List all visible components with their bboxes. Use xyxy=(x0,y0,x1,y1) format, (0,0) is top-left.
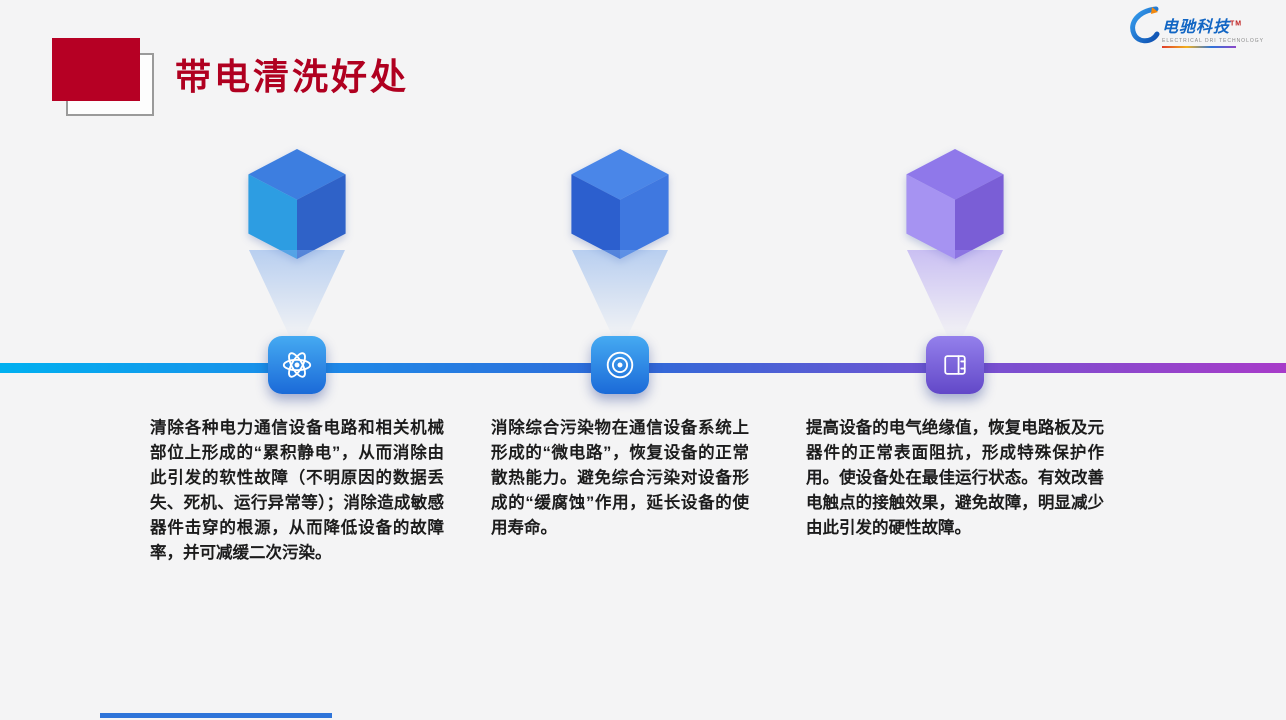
atom-icon-tile xyxy=(268,336,326,394)
light-beam xyxy=(907,250,1003,340)
light-beam xyxy=(572,250,668,340)
benefit-column-1: 清除各种电力通信设备电路和相关机械部位上形成的“累积静电”，从而消除由此引发的软… xyxy=(147,148,447,566)
atom-icon xyxy=(282,352,312,378)
benefit-text: 消除综合污染物在通信设备系统上形成的“微电路”，恢复设备的正常散热能力。避免综合… xyxy=(491,419,749,537)
cube-3d-icon xyxy=(248,149,346,259)
page-title: 带电清洗好处 xyxy=(175,56,410,97)
film-frame-icon-tile xyxy=(926,336,984,394)
brand-tagline: ELECTRICAL DRI TECHNOLOGY xyxy=(1162,38,1264,44)
target-icon xyxy=(606,351,634,379)
brand-name-text: 电驰科技 xyxy=(1162,19,1231,36)
logo-swoosh-icon xyxy=(1130,6,1160,44)
film-frame-icon xyxy=(944,355,966,375)
target-icon-tile xyxy=(591,336,649,394)
brand-name: 电驰科技TM xyxy=(1162,13,1264,37)
logo-underline xyxy=(1162,46,1236,48)
logo-text: 电驰科技TM ELECTRICAL DRI TECHNOLOGY xyxy=(1162,5,1264,48)
cube-3d-icon xyxy=(571,149,669,259)
cube-3d-icon xyxy=(906,149,1004,259)
benefit-column-2: 消除综合污染物在通信设备系统上形成的“微电路”，恢复设备的正常散热能力。避免综合… xyxy=(470,148,770,541)
benefit-column-3: 提高设备的电气绝缘值，恢复电路板及元器件的正常表面阻抗，形成特殊保护作用。使设备… xyxy=(805,148,1105,541)
title-square-accent xyxy=(52,38,140,101)
title-decoration xyxy=(52,38,162,122)
bottom-accent-strip xyxy=(100,713,332,718)
benefit-text: 提高设备的电气绝缘值，恢复电路板及元器件的正常表面阻抗，形成特殊保护作用。使设备… xyxy=(806,419,1104,537)
light-beam xyxy=(249,250,345,340)
benefit-text: 清除各种电力通信设备电路和相关机械部位上形成的“累积静电”，从而消除由此引发的软… xyxy=(150,419,444,562)
trademark: TM xyxy=(1230,20,1243,28)
brand-logo: 电驰科技TM ELECTRICAL DRI TECHNOLOGY xyxy=(1122,5,1272,55)
